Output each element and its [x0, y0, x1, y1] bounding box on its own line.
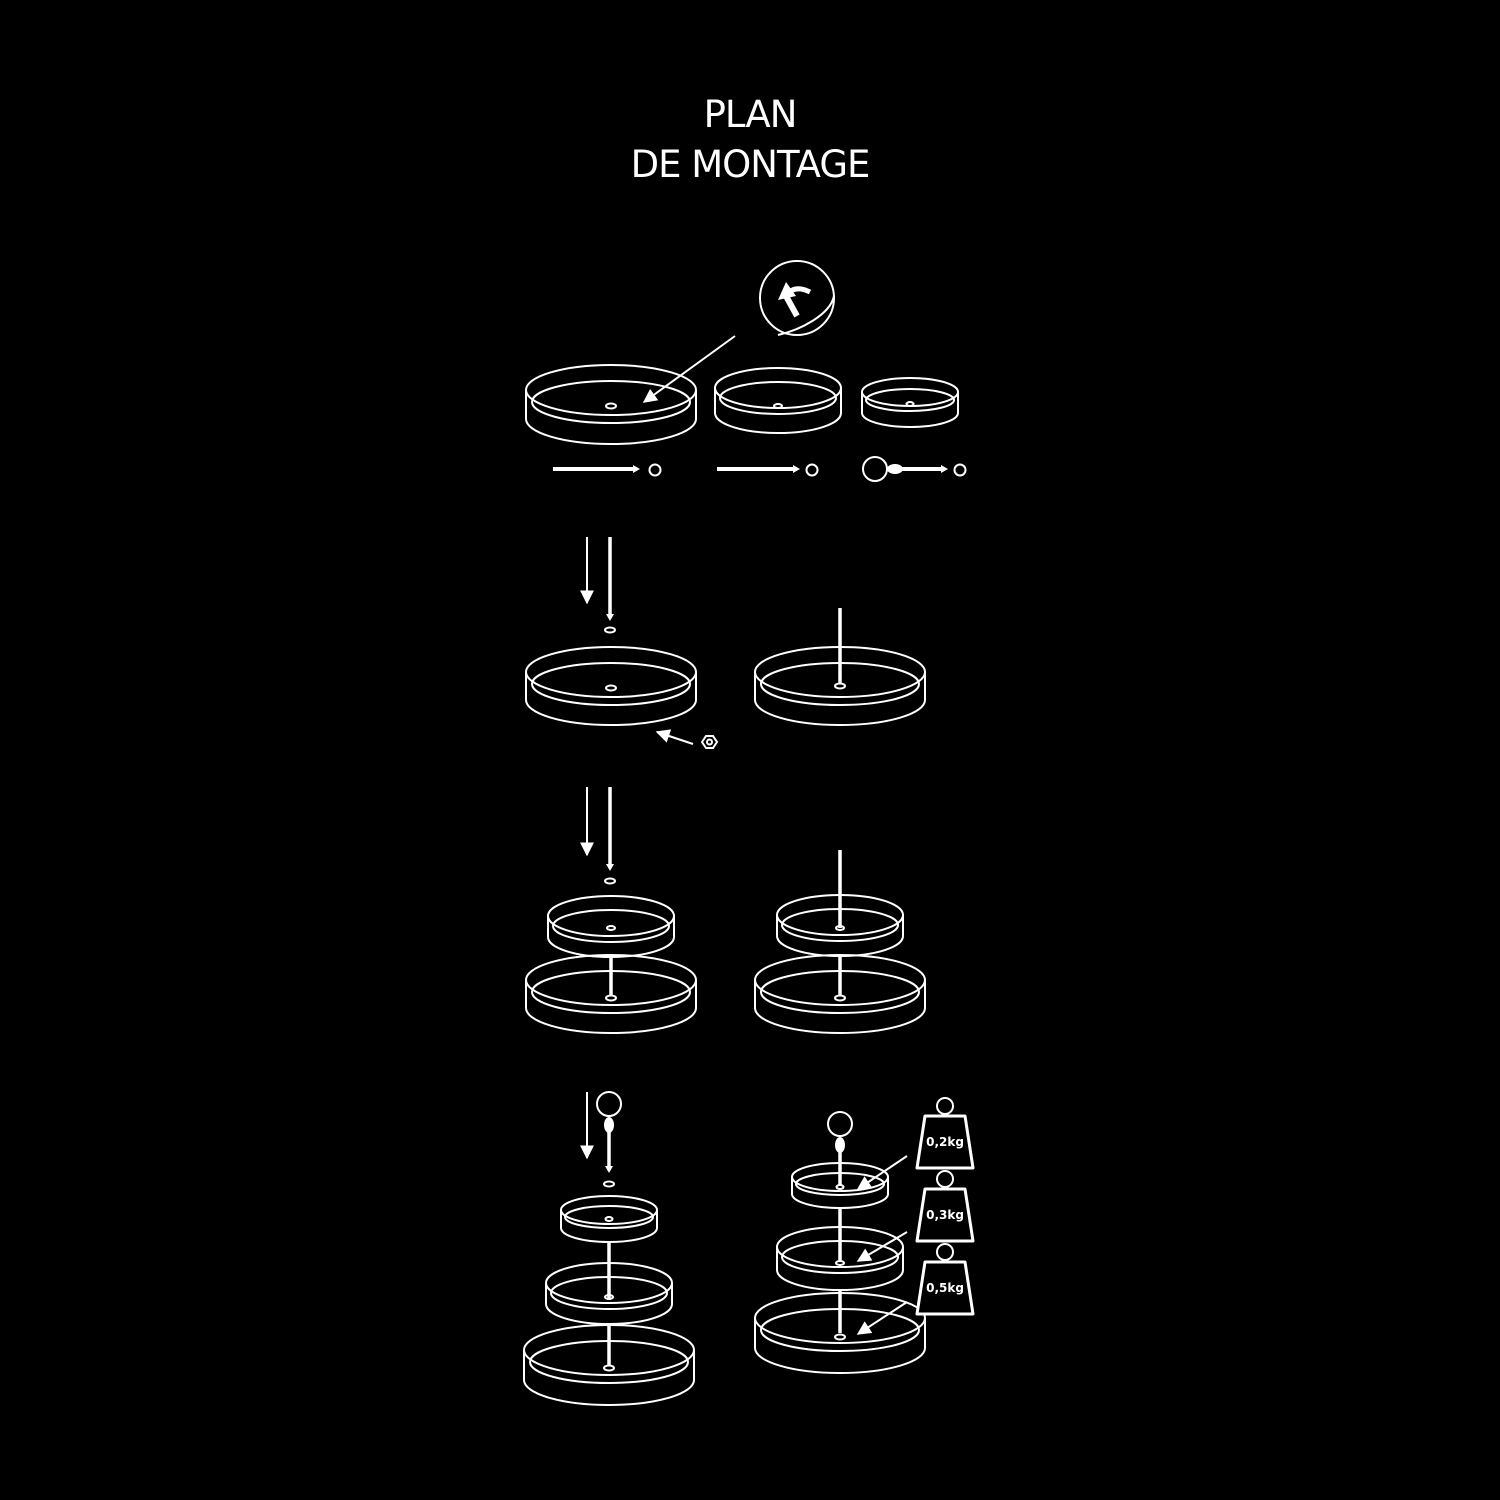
step-3 [525, 787, 926, 1034]
medium-tray [547, 895, 675, 958]
weight-icon: 0,3kg [915, 1169, 975, 1243]
step-4: 0,2kg 0,3kg 0,5kg [523, 1091, 975, 1406]
step-1-parts [525, 260, 967, 482]
small-tray [861, 377, 959, 428]
large-tray [523, 1324, 695, 1406]
peel-film-icon [759, 260, 835, 336]
weight-icon: 0,2kg [915, 1096, 975, 1170]
weight-icon: 0,5kg [915, 1242, 975, 1316]
nut-icon [700, 735, 719, 749]
step-2 [525, 537, 926, 749]
callout-arrow [642, 335, 736, 403]
small-tray [560, 1195, 658, 1243]
large-tray [754, 1292, 926, 1374]
weight-label-bottom: 0,5kg [926, 1281, 964, 1295]
large-tray [525, 364, 697, 445]
large-tray [525, 646, 697, 726]
weight-label-top: 0,2kg [926, 1135, 964, 1149]
title-line-2: DE MONTAGE [630, 143, 871, 186]
tray-with-rod [754, 608, 926, 726]
large-tray [525, 954, 697, 1034]
small-tray [791, 1162, 889, 1209]
weight-label-middle: 0,3kg [926, 1208, 964, 1222]
medium-tray [714, 367, 842, 434]
title-line-1: PLAN [703, 93, 798, 136]
large-tray [754, 954, 926, 1034]
